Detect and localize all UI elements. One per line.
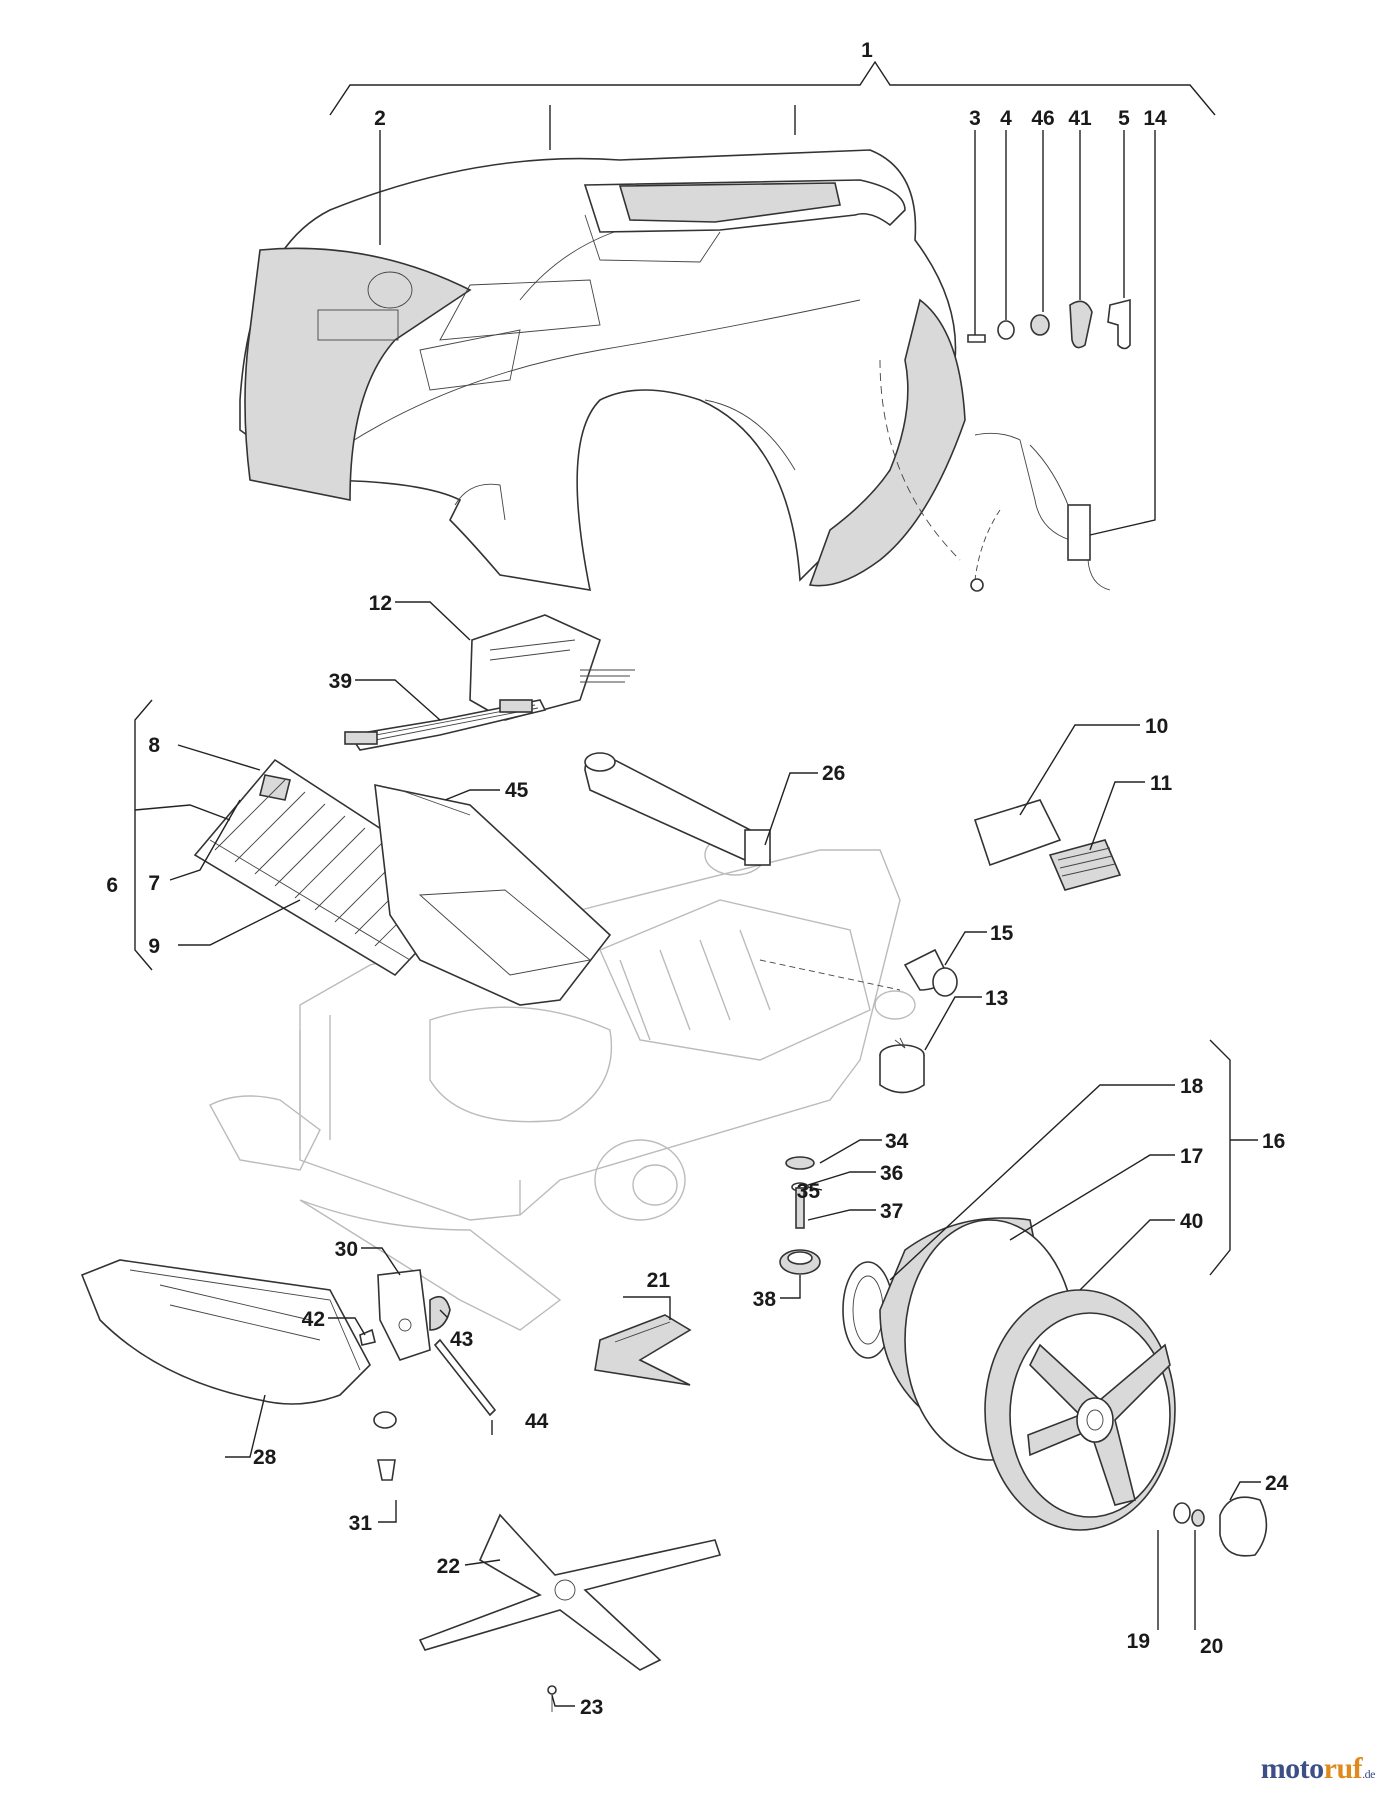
callout-2: 2 bbox=[374, 107, 386, 130]
callout-labels: 1 2 3 4 46 41 5 14 12 39 10 8 45 26 11 6… bbox=[106, 39, 1288, 1719]
callout-26: 26 bbox=[822, 762, 845, 785]
front-guard bbox=[80, 1259, 371, 1405]
callout-37: 37 bbox=[880, 1200, 903, 1223]
callout-15: 15 bbox=[990, 922, 1014, 945]
callout-6: 6 bbox=[106, 874, 118, 897]
callout-35: 35 bbox=[797, 1180, 821, 1203]
cable-assembly bbox=[879, 359, 1111, 592]
callout-42: 42 bbox=[302, 1308, 325, 1331]
cover-hardware bbox=[967, 298, 1131, 350]
callout-44: 44 bbox=[525, 1410, 549, 1433]
callout-11: 11 bbox=[1150, 772, 1173, 795]
callout-39: 39 bbox=[329, 670, 352, 693]
callout-17: 17 bbox=[1180, 1145, 1203, 1168]
callout-19: 19 bbox=[1127, 1630, 1150, 1653]
callout-20: 20 bbox=[1200, 1635, 1223, 1658]
watermark-logo: motoruf.de bbox=[1260, 1752, 1376, 1786]
board-tray bbox=[374, 783, 612, 1006]
bumper-bracket bbox=[359, 1269, 497, 1481]
caster-parts bbox=[779, 1156, 821, 1275]
callout-12: 12 bbox=[369, 592, 392, 615]
callout-10: 10 bbox=[1145, 715, 1168, 738]
callout-28: 28 bbox=[253, 1446, 277, 1469]
callout-41: 41 bbox=[1068, 107, 1092, 130]
wheel-assembly bbox=[842, 1217, 1268, 1557]
small-boards bbox=[973, 799, 1122, 891]
top-cover bbox=[239, 149, 966, 591]
callout-31: 31 bbox=[349, 1512, 373, 1535]
callout-24: 24 bbox=[1265, 1472, 1289, 1495]
sensor-parts bbox=[759, 948, 958, 1094]
support-bar bbox=[584, 752, 771, 866]
callout-3: 3 bbox=[969, 107, 981, 130]
callout-1: 1 bbox=[861, 39, 873, 62]
cutting-blade bbox=[418, 1513, 722, 1712]
callout-46: 46 bbox=[1031, 107, 1054, 130]
callout-9: 9 bbox=[148, 935, 160, 958]
callout-7: 7 bbox=[148, 872, 160, 895]
callout-45: 45 bbox=[505, 779, 529, 802]
callout-8: 8 bbox=[148, 734, 160, 757]
bumper-flap bbox=[594, 1314, 692, 1386]
chassis-outline bbox=[209, 834, 916, 1331]
callout-18: 18 bbox=[1180, 1075, 1204, 1098]
callout-16: 16 bbox=[1262, 1130, 1285, 1153]
watermark-part2: ruf bbox=[1323, 1752, 1363, 1785]
watermark-part1: moto bbox=[1260, 1752, 1324, 1785]
display-module bbox=[469, 614, 635, 721]
callout-38: 38 bbox=[753, 1288, 777, 1311]
callout-5: 5 bbox=[1118, 107, 1130, 130]
callout-22: 22 bbox=[437, 1555, 460, 1578]
callout-4: 4 bbox=[1000, 107, 1012, 130]
leader-lines bbox=[134, 60, 1261, 1707]
callout-43: 43 bbox=[450, 1328, 473, 1351]
callout-23: 23 bbox=[580, 1696, 603, 1719]
callout-34: 34 bbox=[885, 1130, 909, 1153]
callout-13: 13 bbox=[985, 987, 1008, 1010]
ribbon-cable bbox=[344, 699, 547, 751]
watermark-part3: .de bbox=[1362, 1767, 1375, 1781]
callout-40: 40 bbox=[1180, 1210, 1203, 1233]
callout-21: 21 bbox=[647, 1269, 671, 1292]
callout-30: 30 bbox=[335, 1238, 358, 1261]
callout-14: 14 bbox=[1143, 107, 1167, 130]
callout-36: 36 bbox=[880, 1162, 903, 1185]
